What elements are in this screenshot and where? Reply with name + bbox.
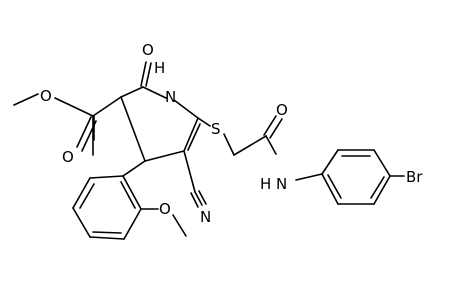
atom-o-lactam: O [142, 41, 154, 59]
atom-h-amide: H [260, 175, 271, 193]
atom-br: Br [406, 168, 423, 186]
atom-o-carbonyl-ester: O [62, 148, 74, 166]
atom-o-amide: O [276, 101, 288, 119]
atom-o-methyl-ester: O [40, 87, 52, 105]
atom-n-amide: N [276, 175, 287, 193]
atom-labels: O O O H N S O H N Br N O [40, 41, 423, 226]
atom-o-methoxy: O [159, 200, 171, 218]
atom-n-nitrile: N [200, 208, 211, 226]
atom-n-ring: N [165, 88, 176, 106]
atom-s-thioether: S [211, 120, 221, 138]
bond-lines [13, 61, 405, 240]
atom-h-ring: H [154, 59, 165, 77]
